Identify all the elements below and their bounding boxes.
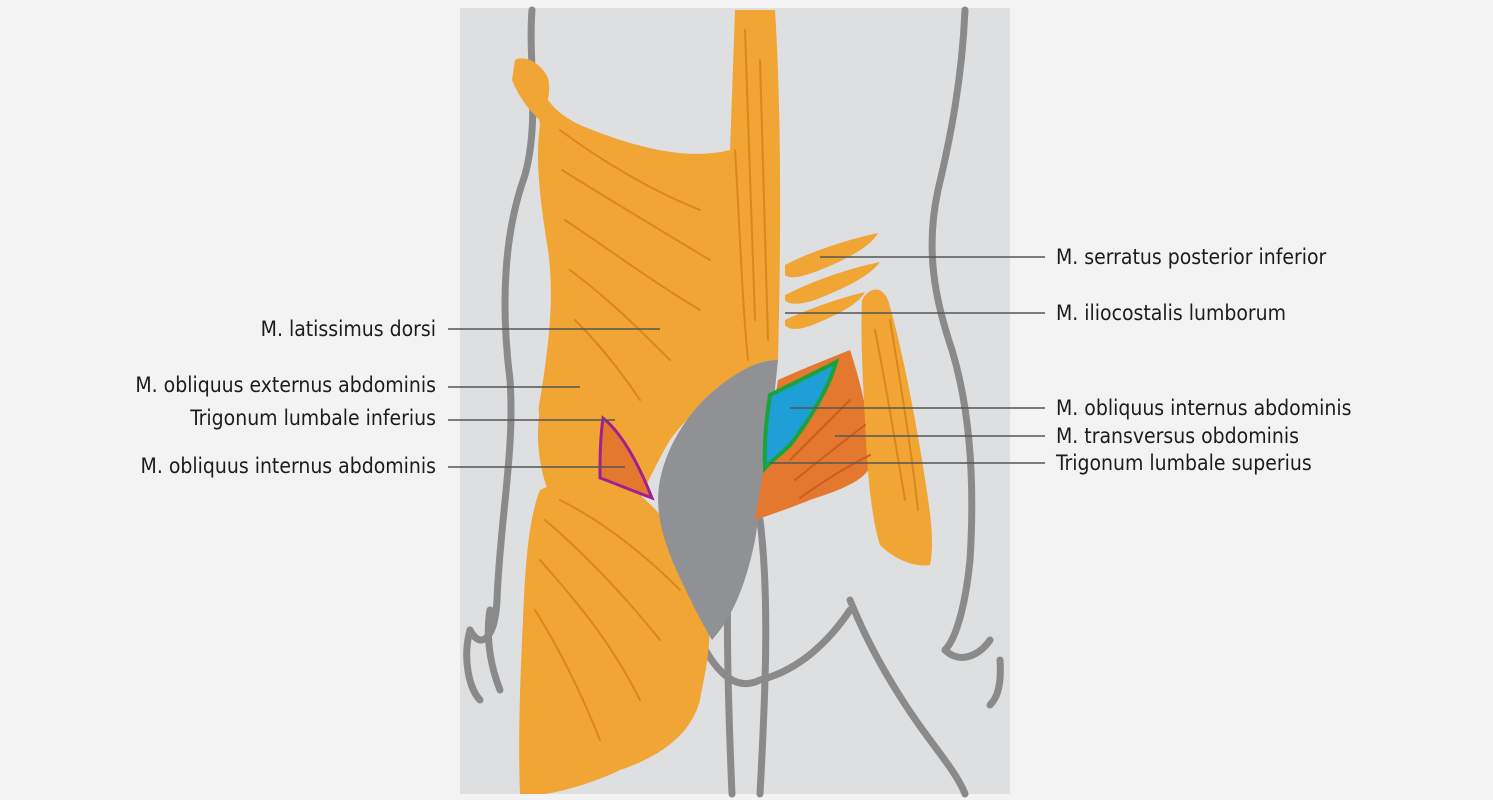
leader-lines	[448, 256, 1045, 468]
latissimus-tip-shape	[512, 58, 550, 120]
inferior-internal-oblique-shape	[600, 418, 650, 496]
serratus-posterior-inferior-shape	[785, 233, 880, 329]
label-obliquus-externus-abdominis: M. obliquus externus abdominis	[135, 373, 436, 397]
muscle-fiber-lines	[534, 29, 919, 741]
trigonum-lumbale-superius-outline	[762, 358, 840, 474]
label-latissimus-dorsi: M. latissimus dorsi	[260, 317, 436, 341]
label-serratus-posterior-inferior: M. serratus posterior inferior	[1056, 245, 1327, 269]
trigonum-lumbale-inferius-outline	[598, 415, 655, 501]
trigonum-lumbale-superius-fill	[764, 362, 836, 468]
label-obliquus-internus-abdominis-right: M. obliquus internus abdominis	[1056, 396, 1352, 420]
body-outline	[463, 6, 1004, 798]
label-obliquus-internus-abdominis-left: M. obliquus internus abdominis	[140, 454, 436, 478]
label-trigonum-lumbale-inferius: Trigonum lumbale inferius	[190, 406, 436, 430]
thoracolumbar-fascia-shape	[658, 360, 778, 640]
gluteal-muscle-shape	[519, 480, 710, 794]
deep-fiber-lines	[789, 399, 871, 499]
label-transversus-obdominis: M. transversus obdominis	[1056, 424, 1299, 448]
label-trigonum-lumbale-superius: Trigonum lumbale superius	[1056, 451, 1312, 475]
iliocostalis-lumborum-shape	[861, 289, 933, 566]
label-iliocostalis-lumborum: M. iliocostalis lumborum	[1056, 301, 1287, 325]
